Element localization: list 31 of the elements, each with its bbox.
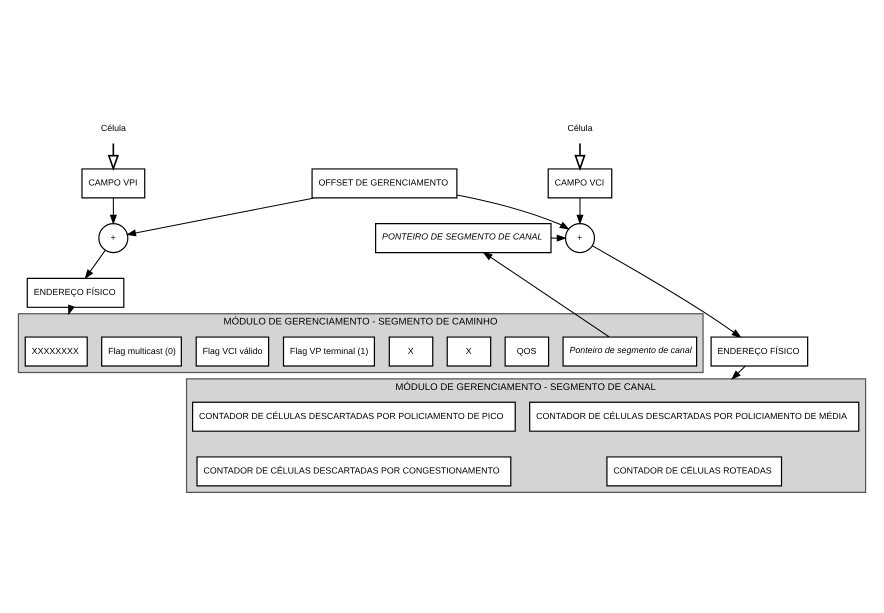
arrow bbox=[456, 194, 570, 230]
node-text: Célula bbox=[100, 122, 126, 133]
arrow bbox=[126, 197, 314, 236]
node-box: Flag VP terminal (1) bbox=[282, 336, 376, 367]
node-box: XXXXXXXX bbox=[24, 336, 88, 367]
node-box: CONTADOR DE CÉLULAS ROTEADAS bbox=[606, 456, 782, 487]
node-box: CONTADOR DE CÉLULAS DESCARTADAS POR POLICIAMENTO DE MÉDIA bbox=[529, 402, 860, 432]
node-box: CAMPO VCI bbox=[548, 168, 612, 198]
node-box: CAMPO VPI bbox=[81, 168, 146, 198]
node-text: Célula bbox=[568, 122, 593, 133]
arrow bbox=[108, 143, 119, 171]
node-box: PONTEIRO DE SEGMENTO DE CANAL bbox=[375, 223, 552, 254]
arrow bbox=[576, 198, 584, 225]
node-box: Flag multicast (0) bbox=[101, 336, 182, 367]
arrow bbox=[574, 143, 586, 171]
node-box: X bbox=[388, 336, 434, 367]
arrow bbox=[84, 250, 106, 280]
node-box: CONTADOR DE CÉLULAS DESCARTADAS POR CONGESTIONAMENTO bbox=[196, 456, 512, 487]
node-circle: + bbox=[564, 223, 596, 254]
node-box: QOS bbox=[504, 336, 550, 367]
node-box: Ponteiro de segmento de canal bbox=[562, 336, 698, 367]
node-circle: + bbox=[98, 223, 128, 254]
arrow bbox=[110, 198, 117, 225]
arrow bbox=[592, 245, 742, 338]
arrow bbox=[731, 366, 746, 380]
node-box: ENDEREÇO FÍSICO bbox=[710, 336, 808, 367]
node-box: CONTADOR DE CÉLULAS DESCARTADAS POR POLICIAMENTO DE PICO bbox=[192, 402, 516, 432]
arrow bbox=[482, 252, 610, 338]
node-box: X bbox=[446, 336, 492, 367]
node-box: Flag VCI válido bbox=[196, 336, 270, 367]
node-box: OFFSET DE GERENCIAMENTO bbox=[311, 168, 458, 198]
